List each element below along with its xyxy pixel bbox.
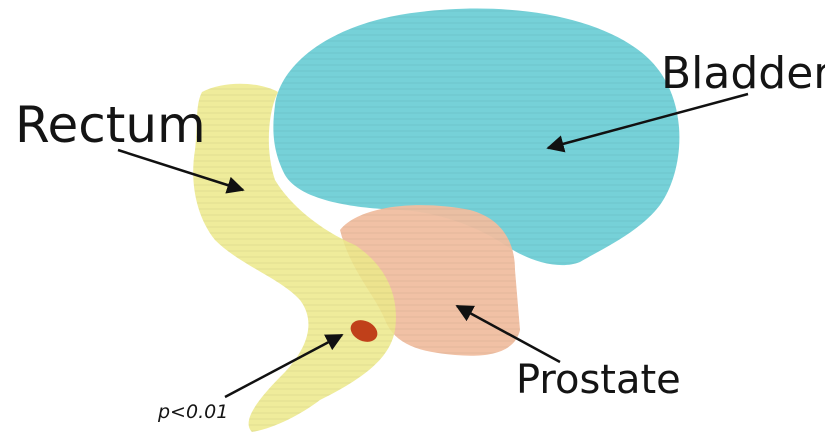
significance-label: p<0.01 <box>158 403 228 422</box>
rectum-label: Rectum <box>15 100 206 150</box>
prostate-label: Prostate <box>516 360 681 400</box>
bladder-label: Bladder <box>661 52 825 96</box>
